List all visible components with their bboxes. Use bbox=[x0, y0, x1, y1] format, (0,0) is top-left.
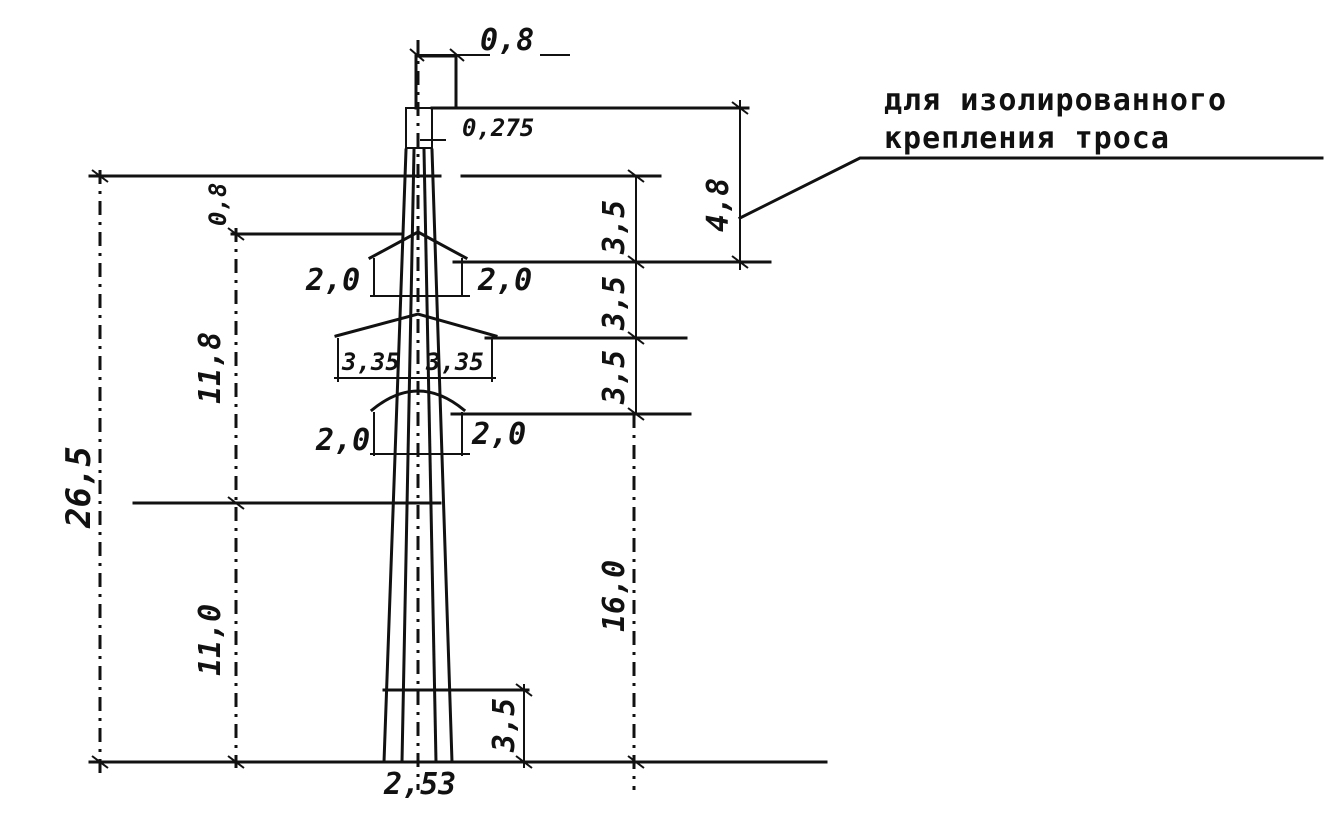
note: для изолированного крепления троса bbox=[884, 83, 1227, 156]
dim-top-gap: 0,8 bbox=[204, 183, 232, 226]
dim-ground-wire-height: 4,8 bbox=[701, 178, 736, 232]
note-line-1: для изолированного bbox=[884, 83, 1227, 118]
dim-spacing-2: 3,5 bbox=[597, 276, 632, 331]
tower-body bbox=[382, 40, 530, 790]
dim-lower-arm-right: 2,0 bbox=[471, 417, 526, 452]
dim-upper-section: 11,8 bbox=[193, 332, 228, 404]
note-line-2: крепления троса bbox=[884, 121, 1170, 156]
dim-middle-arm-right: 3,35 bbox=[425, 348, 484, 376]
dim-lower-arm-left: 2,0 bbox=[315, 423, 370, 458]
dim-spacing-3: 3,5 bbox=[597, 350, 632, 405]
dim-total-height: 26,5 bbox=[59, 446, 99, 529]
dim-lowest-arm-height: 16,0 bbox=[597, 560, 632, 632]
dimension-lines bbox=[91, 48, 749, 790]
dim-base-width: 2,53 bbox=[383, 767, 456, 802]
dim-middle-arm-left: 3,35 bbox=[341, 348, 400, 376]
dim-top-width: 0,8 bbox=[480, 23, 534, 58]
dim-spacing-1: 3,5 bbox=[597, 200, 632, 255]
dim-base-brace: 3,5 bbox=[487, 698, 522, 753]
level-lines bbox=[88, 54, 828, 764]
dim-lower-section: 11,0 bbox=[193, 604, 228, 676]
note-leader-line bbox=[737, 156, 1324, 221]
dimension-labels: 0,8 0,275 4,8 0,8 3,5 3,5 3,5 2,0 2,0 3,… bbox=[59, 23, 736, 802]
middle-cross-arm bbox=[334, 312, 498, 382]
dim-ground-wire-offset: 0,275 bbox=[462, 114, 534, 142]
lower-cross-arm bbox=[369, 389, 467, 456]
upper-cross-arm bbox=[367, 230, 469, 296]
dim-upper-arm-left: 2,0 bbox=[305, 263, 360, 298]
dim-upper-arm-right: 2,0 bbox=[477, 263, 532, 298]
